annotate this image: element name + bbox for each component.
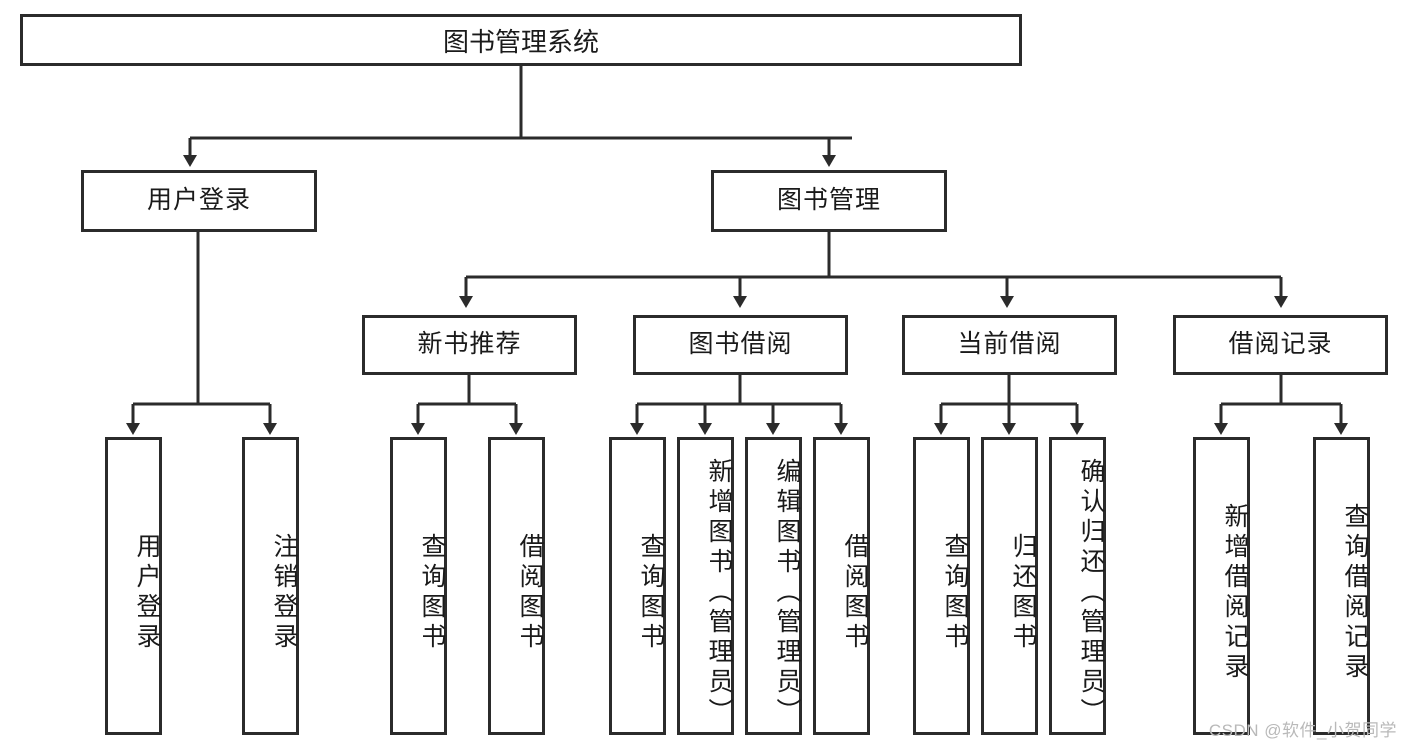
leaf-recommend-query-book[interactable]: 查询图书: [390, 437, 447, 735]
leaf-recommend-borrow-book[interactable]: 借阅图书: [488, 437, 545, 735]
leaf-record-add-record[interactable]: 新增借阅记录: [1193, 437, 1250, 735]
leaf-borrow-query-book[interactable]: 查询图书: [609, 437, 666, 735]
watermark-csdn: CSDN @软件_小贺同学: [1208, 721, 1397, 740]
node-user-login[interactable]: 用户登录: [81, 170, 317, 232]
node-current-borrow[interactable]: 当前借阅: [902, 315, 1117, 375]
leaf-current-query-book[interactable]: 查询图书: [913, 437, 970, 735]
node-root-system[interactable]: 图书管理系统: [20, 14, 1022, 66]
leaf-record-query-record[interactable]: 查询借阅记录: [1313, 437, 1370, 735]
leaf-user-login-signout[interactable]: 注销登录: [242, 437, 299, 735]
node-borrow-record[interactable]: 借阅记录: [1173, 315, 1388, 375]
node-book-borrow[interactable]: 图书借阅: [633, 315, 848, 375]
leaf-borrow-edit-book-admin[interactable]: 编辑图书（管理员）: [745, 437, 802, 735]
node-new-book-recommend[interactable]: 新书推荐: [362, 315, 577, 375]
leaf-current-confirm-return-admin[interactable]: 确认归还（管理员）: [1049, 437, 1106, 735]
leaf-borrow-borrow-book[interactable]: 借阅图书: [813, 437, 870, 735]
leaf-borrow-add-book-admin[interactable]: 新增图书（管理员）: [677, 437, 734, 735]
leaf-user-login-signin[interactable]: 用户登录: [105, 437, 162, 735]
leaf-current-return-book[interactable]: 归还图书: [981, 437, 1038, 735]
node-book-management[interactable]: 图书管理: [711, 170, 947, 232]
